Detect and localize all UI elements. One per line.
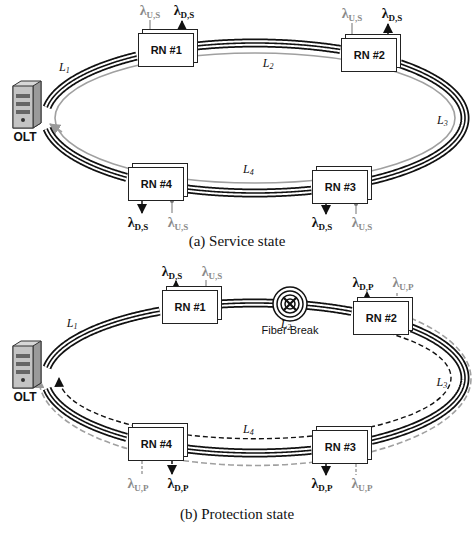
panel-caption: (a) Service state [189,233,286,250]
fiber-link [47,56,136,107]
wavelength-label: λU,S [140,3,161,23]
link-label: L1 [67,316,78,334]
server-icon [7,80,43,130]
node-name: RN #4 [141,438,172,450]
fiber-link [196,43,340,49]
fiber-link [47,311,160,367]
wavelength-label: λU,P [127,476,148,496]
remote-node-box: RN #4 [128,167,184,201]
wavelength-label: λD,P [352,275,373,295]
wavelength-label: λU,P [351,476,372,496]
link-label: L3 [436,375,447,393]
node-name: RN #2 [354,49,385,61]
link-label: L4 [243,422,254,440]
link-label: L1 [59,60,70,78]
olt-server: OLT [4,80,46,144]
olt-server: OLT [4,340,46,404]
remote-node-box: RN #3 [312,430,368,464]
wavelength-label: λD,P [167,476,188,496]
upstream-ring [55,53,455,183]
fiber-link [47,129,127,178]
wavelength-label: λD,S [312,215,333,235]
wavelength-label: λU,S [202,264,223,284]
olt-label: OLT [13,390,36,404]
wavelength-label: λU,S [168,215,189,235]
node-name: RN #4 [141,178,172,190]
remote-node-box: RN #2 [353,301,409,335]
olt-label: OLT [13,130,36,144]
node-name: RN #1 [175,301,206,313]
node-name: RN #3 [325,441,356,453]
fiber-break-symbol [273,287,307,321]
server-icon [7,340,43,390]
wavelength-label: λD,S [174,3,195,23]
wavelength-label: λU,S [352,215,373,235]
wavelength-label: λD,S [128,215,149,235]
node-name: RN #2 [366,312,397,324]
panel-caption: (b) Protection state [180,506,294,523]
node-name: RN #3 [325,181,356,193]
remote-node-box: RN #3 [312,170,368,204]
wavelength-label: λU,S [342,6,363,26]
fiber-link [186,449,311,453]
link-label: L3 [437,113,448,131]
remote-node-box: RN #1 [162,290,218,324]
fiber-link [371,328,465,440]
wavelength-stubs [142,20,397,475]
link-label: L2 [263,56,274,74]
fiber-link [47,389,127,438]
wavelength-label: λD,P [311,476,332,496]
wavelength-label: λD,S [382,6,403,26]
wavelength-label: λU,P [392,275,413,295]
node-name: RN #1 [151,44,182,56]
remote-node-box: RN #4 [128,427,184,461]
remote-node-box: RN #2 [341,38,397,72]
break-label: Fiber Break [262,323,319,338]
remote-node-box: RN #1 [138,33,194,67]
protection-down-path [59,329,451,439]
link-label: L4 [243,162,254,180]
fiber-link [186,189,311,193]
fiber-link [370,64,465,181]
wavelength-label: λD,S [162,264,183,284]
